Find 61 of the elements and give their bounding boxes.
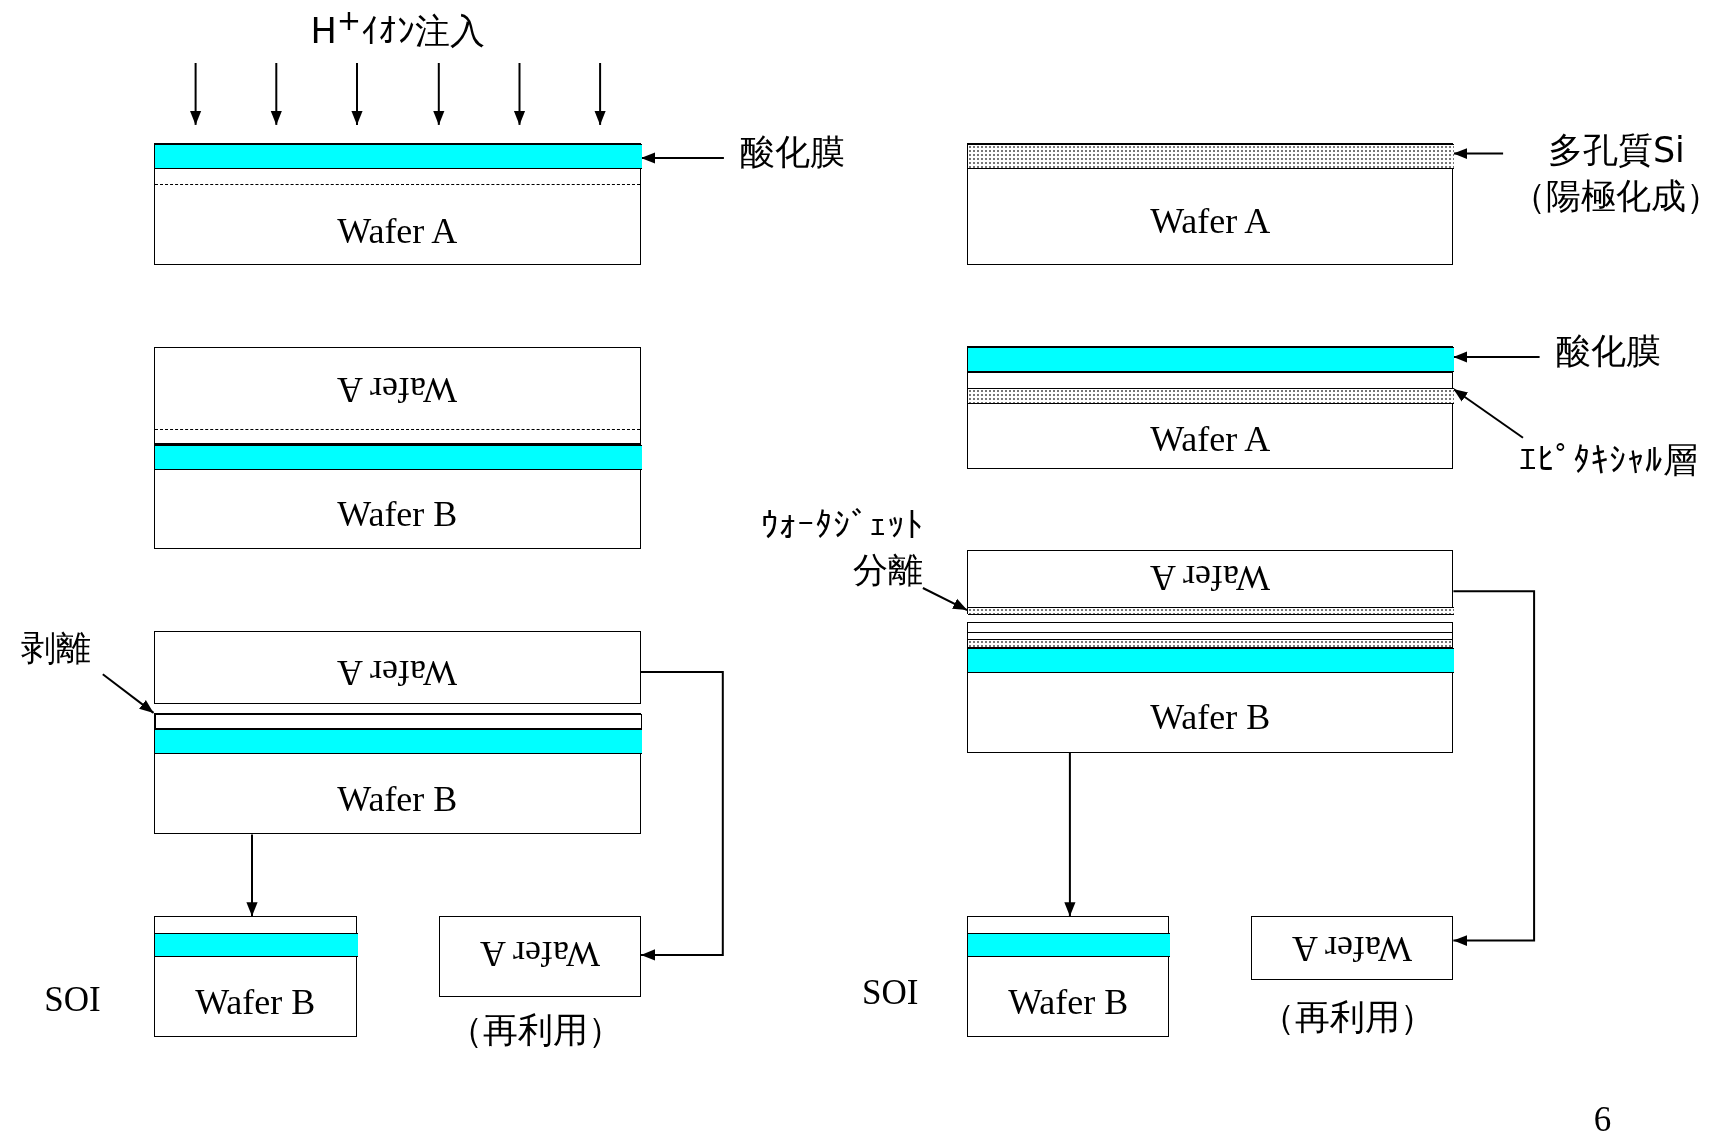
layer-label: 剥離: [8, 625, 103, 675]
wafer-box: [153, 712, 642, 835]
wafer-label: Wafer A: [337, 372, 458, 408]
wafer-box: [1251, 916, 1454, 981]
wafer-box: [438, 916, 641, 997]
page-number: 6: [1592, 1099, 1613, 1142]
oxide-layer: [968, 346, 1455, 373]
wafer-label: Wafer A: [479, 935, 600, 972]
oxide-layer: [154, 729, 643, 754]
layer-label: 酸化膜: [723, 130, 863, 186]
porous-layer: [968, 606, 1455, 616]
wafer-box: [153, 347, 642, 445]
wafer-box: [967, 916, 1170, 1037]
layer-label-text: 分離: [851, 549, 923, 593]
oxide-layer: [154, 445, 643, 470]
wafer-box: [153, 444, 642, 550]
wafer-label: Wafer A: [1292, 931, 1413, 968]
wafer-label: Wafer B: [1008, 984, 1129, 1021]
side-label: （再利用）: [447, 1009, 624, 1052]
arrow: [1452, 590, 1536, 947]
wafer-box: [153, 916, 357, 1037]
wafer-label: Wafer B: [1150, 699, 1271, 736]
porous-layer: [968, 387, 1455, 405]
side-label: SOI: [862, 972, 920, 1015]
side-label: （再利用）: [1259, 996, 1436, 1039]
leader-line: [921, 587, 969, 612]
layer-label: ｴﾋﾟﾀｷｼｬﾙ層: [1492, 437, 1725, 491]
wafer-label: Wafer B: [337, 780, 458, 817]
oxide-layer: [968, 647, 1455, 673]
layer-label: 酸化膜: [1539, 329, 1678, 385]
silicon-layer: [154, 713, 643, 730]
oxide-layer: [968, 932, 1171, 957]
porous-layer: [968, 143, 1455, 169]
arrow: [1064, 751, 1076, 918]
wafer-label: Wafer A: [337, 212, 458, 249]
layer-label-text: （陽極化成）: [1510, 174, 1723, 218]
leader-line: [640, 152, 725, 164]
ion-implant-label: H$^{+}$ｲｵﾝ注入: [309, 2, 487, 53]
leader-line: [101, 673, 155, 714]
wafer-box: [153, 142, 642, 266]
layer-label-text: 多孔質Si: [1546, 129, 1686, 173]
wafer-box: [967, 345, 1454, 469]
leader-line: [1452, 388, 1524, 439]
wafer-box: [967, 142, 1454, 266]
wafer-label: Wafer B: [195, 984, 316, 1021]
arrow: [246, 833, 258, 918]
wafer-box: [153, 631, 642, 704]
wafer-label: Wafer B: [337, 495, 458, 532]
wafer-label: Wafer A: [1150, 202, 1271, 239]
wafer-box: [967, 622, 1454, 753]
wafer-label: Wafer A: [1150, 559, 1271, 596]
oxide-layer: [154, 932, 358, 957]
arrow: [640, 671, 724, 961]
side-label: SOI: [44, 979, 102, 1021]
leader-line: [1452, 351, 1541, 363]
oxide-layer: [154, 143, 643, 169]
wafer-box: [967, 550, 1454, 615]
layer-label-text: ｳｫｰﾀｼﾞｪｯﾄ: [759, 503, 923, 547]
wafer-label: Wafer A: [1150, 420, 1271, 457]
leader-line: [1452, 148, 1505, 160]
wafer-label: Wafer A: [337, 654, 458, 691]
